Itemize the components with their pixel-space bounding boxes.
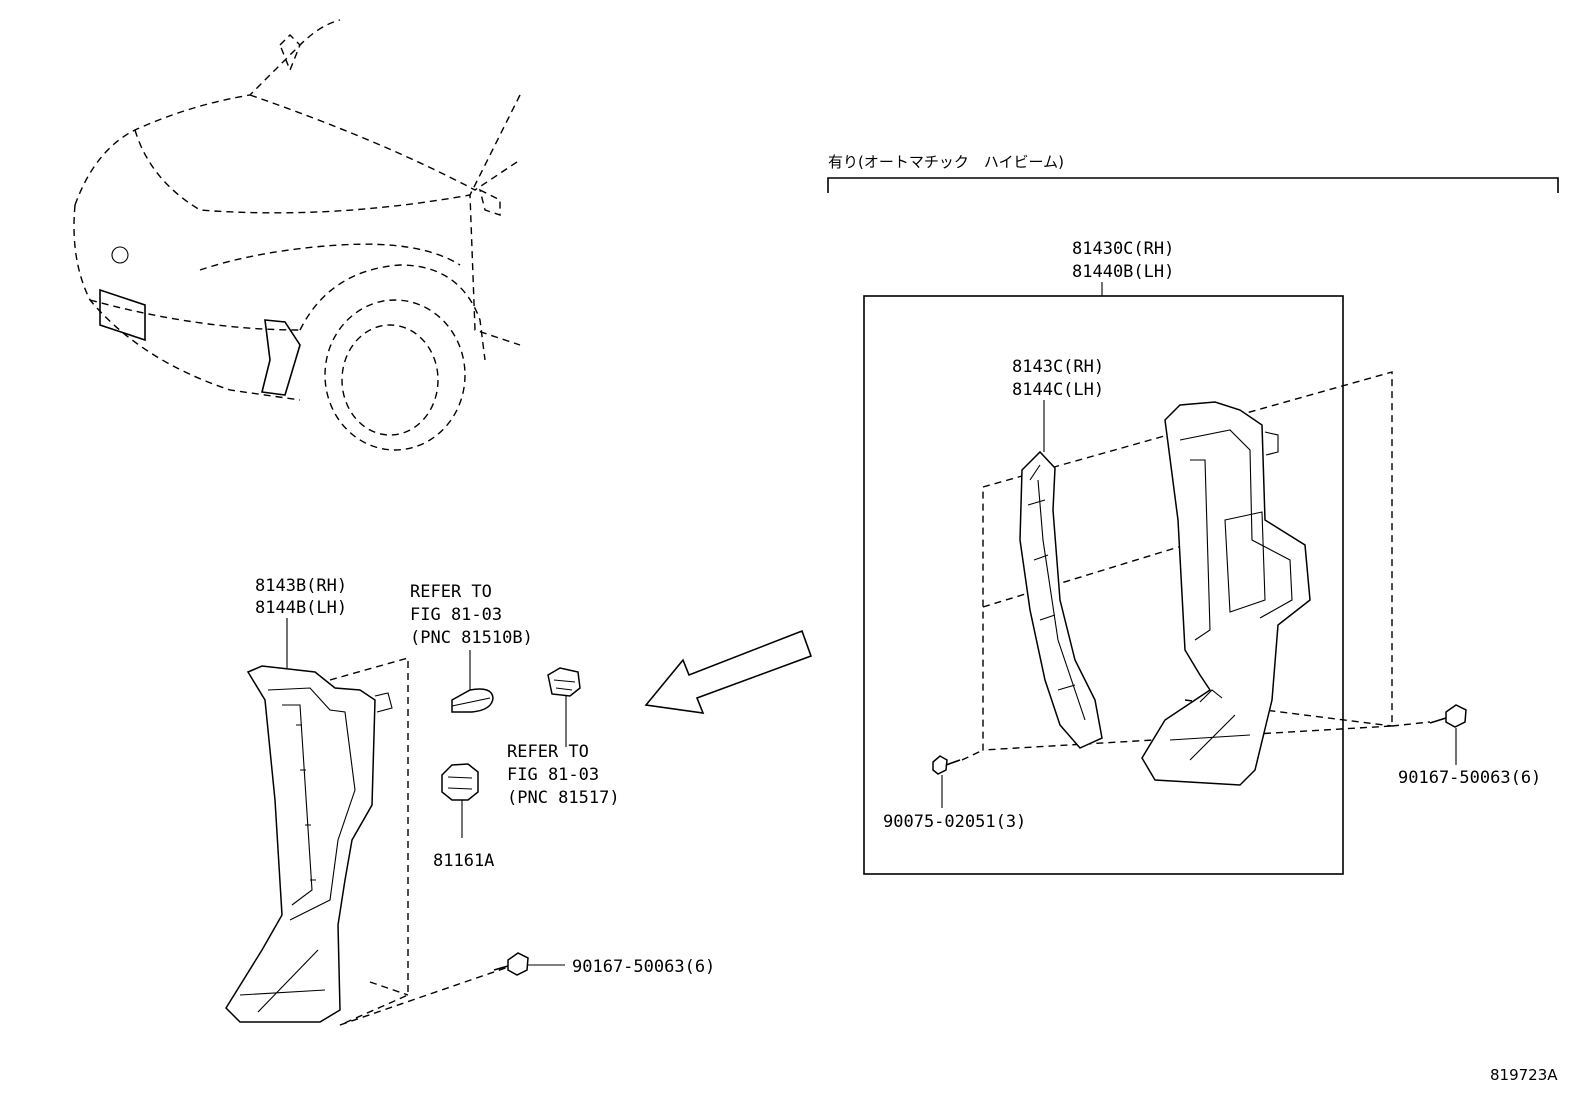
assembly-rh-label: 81430C(RH) [1072,239,1174,259]
refer-2-line3: (PNC 81517) [507,788,620,808]
socket-icon [547,667,581,697]
option-bracket: 有り(オートマチック ハイビーム) [827,153,1559,193]
lower-bolt-label: 90167-50063(6) [572,957,715,977]
bolt-box-label: 90167-50063(6) [1398,768,1541,788]
refer-2-line1: REFER TO [507,742,589,762]
diagram-id: 819723A [1490,1066,1558,1084]
lower-bolt-icon [493,952,529,976]
lamp-lower-rh-label: 8143B(RH) [255,576,347,596]
bolt-icon [1429,704,1467,728]
lower-lamp-housing-part [225,665,393,1023]
refer-1-line1: REFER TO [410,582,492,602]
direction-arrow [644,629,813,714]
lower-lamp-group: 8143B(RH) 8144B(LH) REFER TO FIG 81-03 (… [225,576,715,1026]
assembly-lh-label: 81440B(LH) [1072,262,1174,282]
lamp-lower-lh-label: 8144B(LH) [255,598,347,618]
lamp-upper-rh-label: 8143C(RH) [1012,357,1104,377]
bulb-icon [451,688,494,713]
screw-box-label: 90075-02051(3) [883,812,1026,832]
socket-part-label: 81161A [433,851,494,871]
option-header: 有り(オートマチック ハイビーム) [828,153,1064,171]
refer-1-line2: FIG 81-03 [410,605,502,625]
refer-2-line2: FIG 81-03 [507,765,599,785]
socket-part-icon [441,763,479,801]
assembly-box: 81430C(RH) 81440B(LH) 8143C(RH) 8144C(LH… [863,239,1393,875]
lamp-housing-part [1141,401,1311,786]
lamp-upper-lh-label: 8144C(LH) [1012,380,1104,400]
screw-icon [932,755,961,775]
refer-1-line3: (PNC 81510B) [410,628,533,648]
vehicle-illustration [73,19,521,451]
lamp-lens-part [1019,450,1103,749]
